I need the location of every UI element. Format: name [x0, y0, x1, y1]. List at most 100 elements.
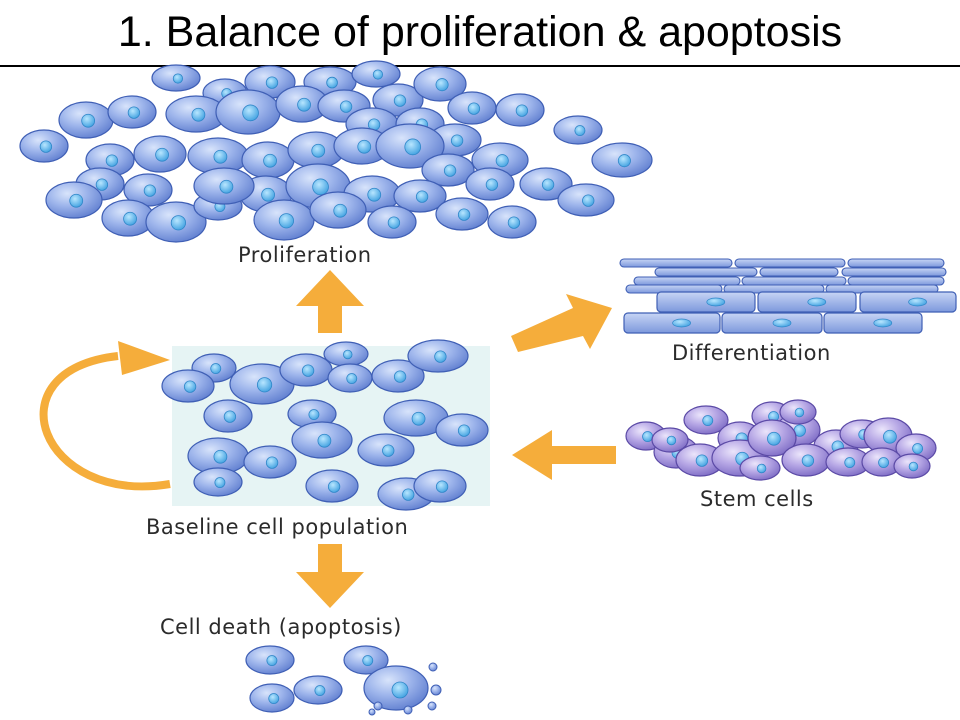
differentiated-cell [619, 258, 733, 268]
cell [244, 65, 296, 99]
cell [343, 645, 389, 675]
label-baseline-population: Baseline cell population [146, 515, 408, 539]
cell [133, 135, 187, 173]
cell [367, 205, 417, 239]
cell [243, 445, 297, 479]
cell [495, 93, 545, 127]
cell [161, 369, 215, 403]
cell [123, 173, 173, 207]
stem-cell-cluster [625, 399, 937, 481]
differentiated-cell [859, 291, 957, 313]
stem-cell [825, 447, 871, 477]
stem-cell [861, 447, 903, 477]
differentiated-cell [841, 267, 947, 277]
arrow-down-icon [296, 544, 364, 608]
cell [305, 469, 359, 503]
cell [285, 163, 351, 209]
differentiated-cell [847, 258, 945, 268]
cell [291, 421, 353, 459]
cell [557, 183, 615, 217]
differentiated-cell [654, 267, 758, 277]
stem-cell [779, 399, 817, 425]
slide-title: 1. Balance of proliferation & apoptosis [117, 8, 843, 56]
cell [151, 64, 201, 92]
baseline-cell-cluster [161, 339, 489, 511]
cell [193, 167, 255, 205]
cell [101, 199, 155, 237]
cell [333, 127, 391, 165]
apoptotic-body [373, 701, 383, 711]
differentiated-cell [823, 312, 923, 334]
cell [407, 339, 469, 373]
cell [19, 129, 69, 163]
label-stem-cells: Stem cells [700, 487, 814, 511]
cell [447, 91, 497, 125]
differentiated-cell [721, 312, 823, 334]
apoptotic-body [368, 708, 376, 716]
stem-cell [781, 443, 831, 477]
cell [375, 123, 445, 169]
cell [203, 399, 253, 433]
cell [229, 363, 295, 405]
cell [187, 137, 249, 175]
cell [435, 413, 489, 447]
arrow-diagonal-icon [511, 294, 612, 352]
cell [435, 197, 489, 231]
cell [553, 115, 603, 145]
cell [279, 353, 333, 387]
label-proliferation: Proliferation [238, 243, 372, 267]
stem-cell [739, 455, 781, 481]
cell [371, 359, 425, 393]
differentiated-cell [734, 258, 846, 268]
apoptotic-body [427, 701, 437, 711]
cell [327, 363, 373, 393]
cell [287, 399, 337, 429]
label-cell-death: Cell death (apoptosis) [160, 615, 402, 639]
cell [421, 153, 475, 187]
stem-cell [747, 419, 797, 457]
cell [357, 433, 415, 467]
cell [393, 179, 447, 213]
differentiated-cell-layers [619, 258, 957, 334]
self-renewal-loop-arrow [39, 352, 171, 491]
differentiated-cell [656, 291, 756, 313]
cell [413, 469, 467, 503]
differentiated-cell [633, 276, 741, 286]
cell [323, 341, 369, 367]
cell [249, 683, 295, 713]
stem-cell [893, 453, 931, 479]
loop-arrowhead-icon [118, 341, 170, 375]
cell [241, 141, 295, 179]
apoptotic-body [403, 705, 413, 715]
cell [253, 199, 315, 241]
arrow-up-icon [296, 270, 364, 333]
apoptotic-body [428, 662, 438, 672]
cell [187, 437, 249, 475]
apoptotic-cell-cluster [245, 645, 442, 716]
cell [193, 467, 243, 497]
apoptotic-cell [363, 665, 429, 711]
differentiated-cell [623, 312, 721, 334]
cell [591, 142, 653, 178]
cell [519, 167, 573, 201]
cell [413, 66, 467, 102]
differentiated-cell [757, 291, 857, 313]
cell [58, 101, 114, 139]
cell [245, 645, 295, 675]
stem-cell [651, 427, 689, 453]
apoptotic-body [430, 684, 442, 696]
cell [145, 201, 207, 243]
cell [215, 89, 281, 135]
cell [351, 60, 401, 88]
cell [465, 167, 515, 201]
arrow-left-icon [512, 430, 616, 480]
cell [309, 191, 367, 229]
label-differentiation: Differentiation [672, 341, 831, 365]
cell [487, 205, 537, 239]
differentiated-cell [759, 267, 839, 277]
stem-cell [683, 405, 729, 435]
cell [45, 181, 103, 219]
differentiated-cell [847, 276, 945, 286]
differentiated-cell [741, 276, 847, 286]
